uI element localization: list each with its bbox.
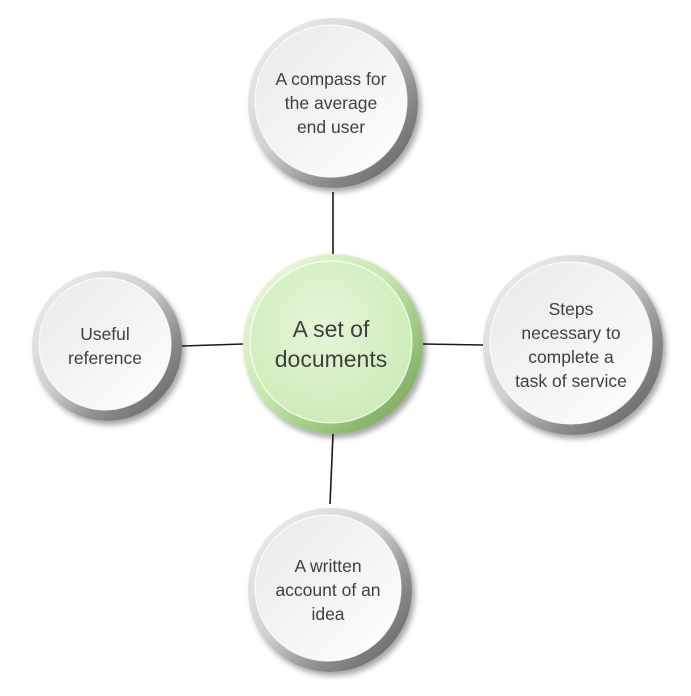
node-right-label-line: complete a — [528, 347, 614, 367]
connector-right — [422, 343, 484, 346]
node-right-label-line: task of service — [515, 371, 627, 391]
node-top: A compass for the average end user — [248, 18, 418, 188]
node-right-label-line: necessary to — [521, 323, 620, 343]
center-node-face — [250, 261, 412, 423]
node-right: Steps necessary to complete a task of servi… — [483, 255, 663, 435]
center-node: A set of documents — [243, 254, 423, 434]
node-top-label-line: end user — [297, 117, 365, 137]
node-bottom: A written account of an idea — [248, 508, 412, 672]
node-right-face — [490, 262, 652, 424]
node-left-label-line: reference — [68, 348, 142, 368]
node-bottom-label-line: account of an — [275, 580, 380, 600]
node-left-label-line: Useful — [80, 324, 130, 344]
node-top-label-line: A compass for — [276, 69, 387, 89]
node-bottom-face — [255, 515, 401, 661]
node-top-label-line: the average — [285, 93, 377, 113]
node-bottom-label-line: A written — [294, 556, 361, 576]
connector-left — [181, 343, 244, 347]
center-node-label-line: A set of — [293, 316, 370, 342]
center-node-label-line: documents — [275, 346, 388, 372]
node-left: Useful reference — [32, 271, 182, 421]
node-left-face — [39, 278, 171, 410]
node-top-face — [255, 25, 407, 177]
connector-bottom — [329, 433, 334, 505]
node-bottom-label-line: idea — [311, 604, 344, 624]
connector-lines — [181, 192, 484, 505]
node-right-label-line: Steps — [549, 299, 594, 319]
